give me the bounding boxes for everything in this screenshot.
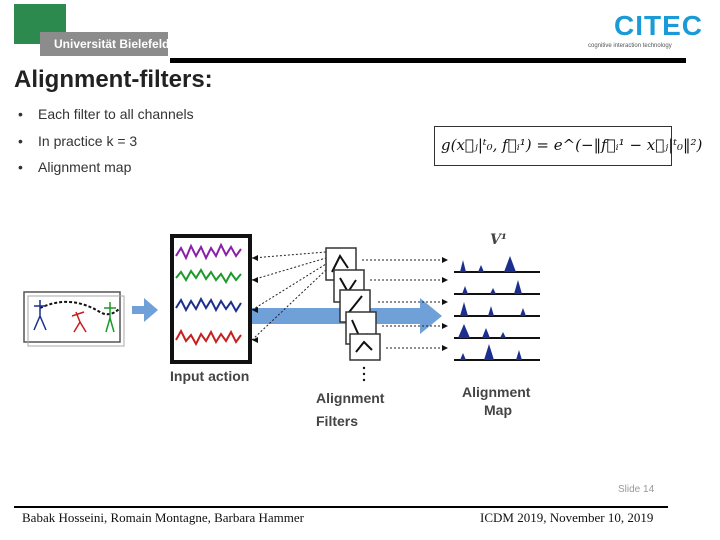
citec-wordmark: CITEC — [614, 10, 703, 41]
bullet-dot: • — [18, 133, 23, 149]
logo-grey-bar — [40, 32, 168, 56]
bullet-dot: • — [18, 106, 23, 122]
slide-title: Alignment-filters: — [14, 66, 213, 93]
bullet-text: Alignment map — [38, 159, 132, 175]
bullet-text: In practice k = 3 — [38, 133, 138, 149]
input-signal-box — [170, 234, 252, 364]
input-action-label: Input action — [170, 368, 250, 384]
filters-label-line1: Alignment — [316, 390, 385, 406]
map-label-line1: Alignment — [462, 384, 531, 400]
arrowheads — [252, 255, 448, 351]
university-name: Universität Bielefeld — [54, 37, 170, 51]
citec-tagline: cognitive interaction technology — [588, 43, 672, 49]
motion-capture-image — [23, 291, 125, 347]
v-label: V¹ — [490, 232, 507, 248]
arrow-icon — [132, 298, 158, 322]
footer-authors: Babak Hosseini, Romain Montagne, Barbara… — [22, 510, 304, 525]
alignment-figure: V¹ Input action Alignment Filters Alignm… — [20, 228, 560, 436]
university-logo: Universität Bielefeld — [14, 4, 170, 56]
bullet-text: Each filter to all channels — [38, 106, 194, 122]
citec-logo: CITEC cognitive interaction technology — [588, 10, 716, 54]
figure-diagram — [23, 234, 540, 382]
map-label-line2: Map — [484, 402, 512, 418]
footer-conference: ICDM 2019, November 10, 2019 — [480, 510, 654, 525]
header-divider — [170, 58, 686, 63]
alignment-formula: g(x⃗ⱼ|ᵗ₀, f⃗ᵢ¹) = e^(−‖f⃗ᵢ¹ − x⃗ⱼ|ᵗ₀‖²) — [441, 136, 703, 154]
bullet-dot: • — [18, 159, 23, 175]
alignment-map — [454, 256, 540, 361]
filters-label-line2: Filters — [316, 413, 359, 429]
slide-number: Slide 14 — [618, 484, 655, 495]
formula-box: g(x⃗ⱼ|ᵗ₀, f⃗ᵢ¹) = e^(−‖f⃗ᵢ¹ − x⃗ⱼ|ᵗ₀‖²) — [434, 126, 702, 166]
connector-lines — [251, 251, 440, 349]
footer-divider — [14, 506, 668, 508]
filter-stack — [325, 247, 381, 382]
